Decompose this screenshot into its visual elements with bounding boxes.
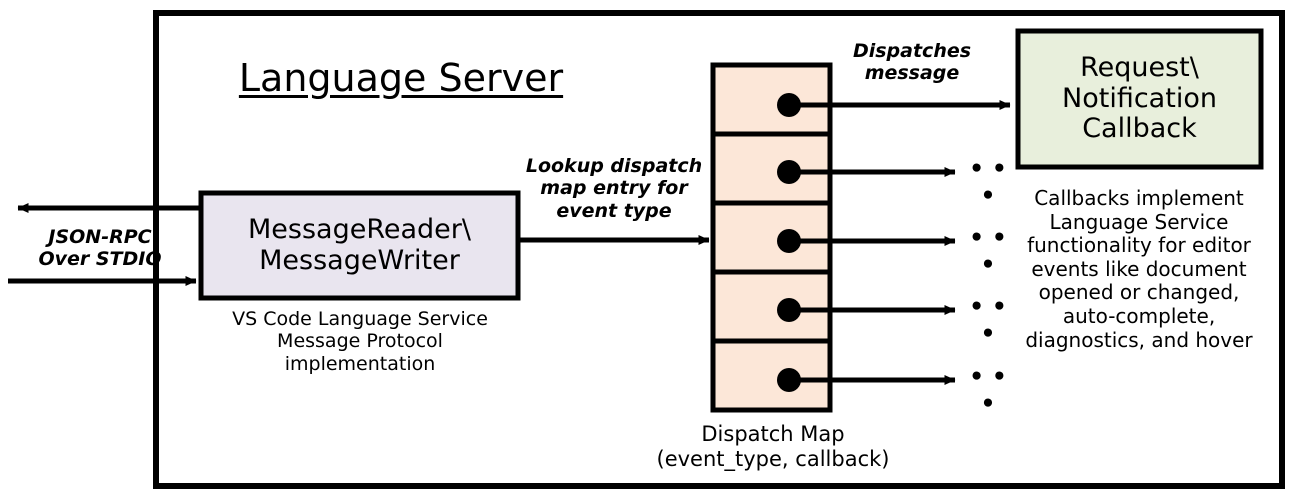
callback-dot-4 [777,298,801,322]
message-protocol-caption: VS Code Language Service Message Protoco… [232,308,488,375]
page-title: Language Server [238,56,564,100]
callback-dot-5 [777,368,801,392]
ellipsis-row-2: • • • [969,156,1007,210]
callback-dot-2 [777,160,801,184]
lookup-dispatch-label: Lookup dispatch map entry for event type [525,155,703,222]
dispatches-message-label: Dispatches message [852,40,972,85]
dispatch-map-row-2 [710,131,833,206]
dispatch-map-row-3 [710,200,833,275]
dispatch-map-caption: Dispatch Map (event_type, callback) [656,422,890,471]
callback-dot-1 [777,93,801,117]
ellipsis-row-4: • • • [969,294,1007,348]
request-notification-callback-label: Request\ Notification Callback [1062,51,1217,145]
ellipsis-row-3: • • • [969,225,1007,279]
language-server-boundary [153,10,1285,489]
callback-description: Callbacks implement Language Service fun… [1025,186,1253,352]
dispatch-map-row-5 [710,338,833,413]
message-reader-writer-label: MessageReader\ MessageWriter [248,213,471,276]
message-reader-writer-box [198,190,521,301]
json-rpc-label: JSON-RPC Over STDIO [38,226,162,271]
dispatch-map-row-1 [710,62,833,137]
dispatch-map-table [710,62,833,413]
ellipsis-row-5: • • • [969,364,1007,418]
request-notification-callback-box [1015,28,1264,170]
callback-dot-3 [777,229,801,253]
dispatch-map-row-4 [710,269,833,344]
